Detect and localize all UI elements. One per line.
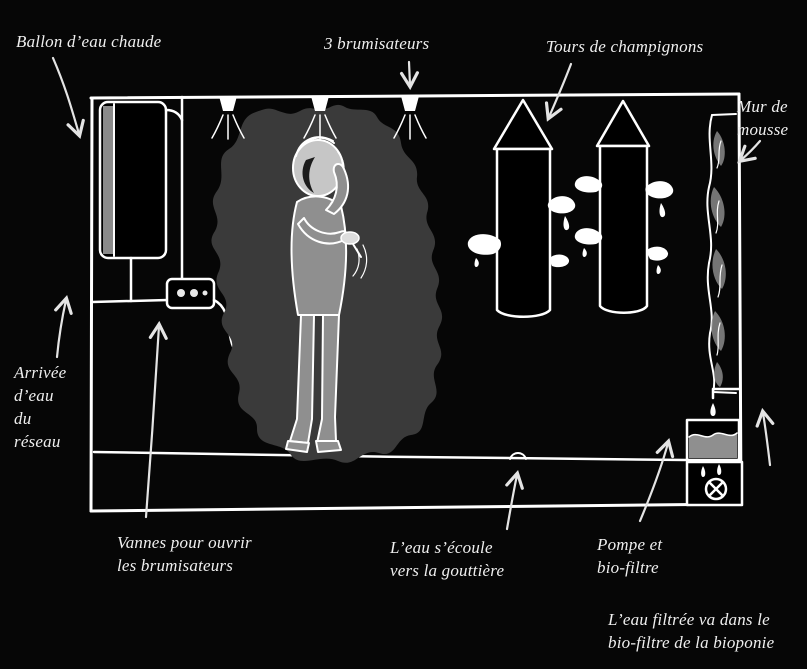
- person-showering: [285, 136, 368, 453]
- moss-wall: [706, 113, 737, 394]
- mushroom-icon: [646, 246, 669, 261]
- water-supply-pipes: [90, 95, 184, 304]
- arrow-to-towers: [544, 62, 573, 122]
- handheld-shower-icon: [340, 231, 360, 245]
- mushroom-icon: [574, 228, 603, 245]
- label-mur-de-mousse: Mur de mousse: [737, 97, 789, 139]
- label-brumisateurs: 3 brumisateurs: [324, 34, 430, 53]
- label-eau-filtree: L’eau filtrée va dans le bio-filtre de l…: [608, 610, 775, 652]
- mist-nozzle-icon: [303, 96, 337, 140]
- arrow-to-moss-wall: [737, 139, 762, 164]
- mushroom-icon: [645, 181, 674, 199]
- arrow-to-misters: [399, 60, 419, 91]
- water-heater: [98, 100, 168, 303]
- label-pompe-biofiltre: Pompe et bio-filtre: [597, 535, 663, 577]
- water-drop-icon: [717, 464, 722, 475]
- label-tours-champignons: Tours de champignons: [546, 37, 704, 56]
- arrow-to-filtered-water: [755, 407, 775, 467]
- arrow-to-pump: [638, 438, 675, 523]
- mist-nozzle-icon: [211, 96, 245, 140]
- label-eau-ecoule: L’eau s’écoule vers la gouttière: [390, 538, 505, 580]
- annotation-arrows: [51, 56, 775, 531]
- arrow-to-valves: [144, 320, 168, 519]
- water-drop-icon: [701, 466, 706, 477]
- pump-icon: [704, 477, 728, 501]
- arrow-to-water-inlet: [54, 294, 73, 359]
- mushroom-icon: [549, 254, 570, 268]
- valve-knob: [202, 290, 208, 296]
- valve-knob: [190, 289, 198, 297]
- mist-nozzle-icon: [393, 96, 427, 140]
- mushroom-icon: [467, 234, 502, 255]
- mist-nozzles: [211, 96, 427, 140]
- mushroom-tower-1: [467, 98, 576, 318]
- gutter: [92, 450, 688, 462]
- mushroom-tower-2: [574, 99, 674, 314]
- water-drop-icon: [710, 403, 716, 416]
- mushroom-icon: [547, 196, 576, 214]
- mushroom-icon: [574, 176, 603, 193]
- label-vannes: Vannes pour ouvrir les brumisateurs: [117, 533, 252, 575]
- pump-biofilter: [685, 387, 744, 507]
- valve-knob: [177, 289, 185, 297]
- arrow-to-heater: [51, 56, 85, 139]
- pump-housing: [685, 460, 744, 507]
- label-ballon-eau-chaude: Ballon d’eau chaude: [16, 32, 162, 51]
- label-arrivee-eau: Arrivée d’eau du réseau: [14, 363, 67, 451]
- arrow-to-gutter: [505, 469, 524, 531]
